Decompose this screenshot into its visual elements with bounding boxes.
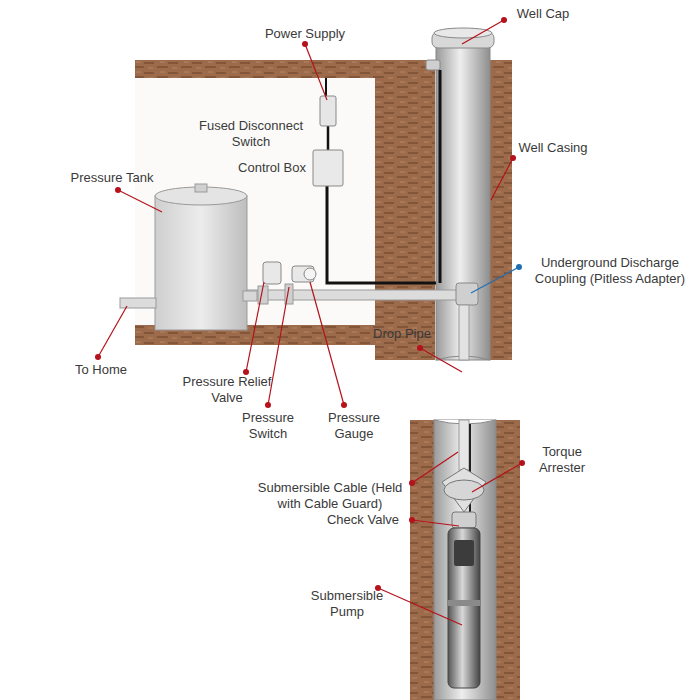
part-label: Underground Discharge Coupling (Pitless … (524, 255, 696, 287)
part-label: Pressure Switch (232, 410, 304, 442)
part-label: To Home (66, 362, 136, 378)
part-label: Torque Arrester (524, 444, 600, 476)
part-label: Submersible Pump (302, 588, 392, 620)
part-label: Fused Disconnect Switch (196, 118, 306, 150)
part-label: Well Casing (508, 140, 598, 156)
part-label: Power Supply (255, 26, 355, 42)
part-label: Submersible Cable (Held with Cable Guard… (250, 480, 410, 512)
part-label: Well Cap (508, 6, 578, 22)
part-label: Pressure Tank (62, 170, 162, 186)
part-label: Pressure Gauge (318, 410, 390, 442)
part-label: Drop Pipe (362, 326, 442, 342)
part-label: Control Box (230, 160, 314, 176)
part-label: Check Valve (318, 512, 408, 528)
part-label: Pressure Relief Valve (172, 374, 282, 406)
